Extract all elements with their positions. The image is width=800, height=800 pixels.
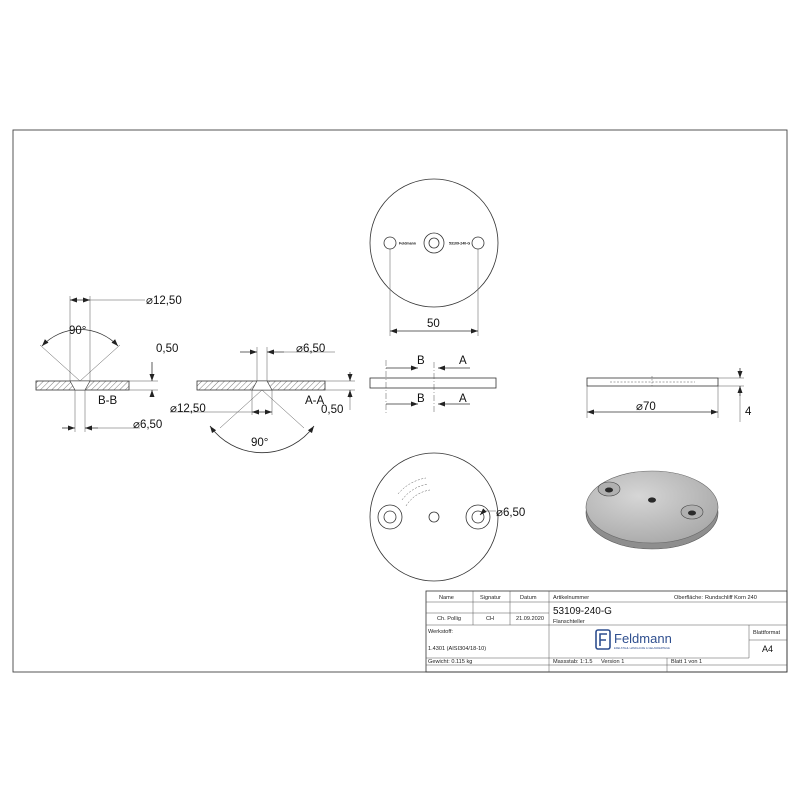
hole-right-bottom bbox=[471, 510, 485, 524]
drawing-frame bbox=[12, 129, 788, 673]
iso-hole-left bbox=[605, 487, 613, 493]
iso-hole-right bbox=[688, 510, 696, 516]
center-countersink-top bbox=[423, 232, 445, 254]
drawing-date: 21.09.2020 bbox=[516, 616, 544, 622]
company-tagline: EDELSTAHL HANDLAUFE & GELANDERTEILE bbox=[614, 646, 670, 650]
material-label: Werkstoff: bbox=[428, 629, 453, 635]
plate-side bbox=[369, 377, 497, 389]
dim-depth-bb: 0,50 bbox=[156, 343, 178, 355]
dim-angle-bb: 90° bbox=[69, 325, 86, 337]
hole-left-bottom bbox=[383, 510, 397, 524]
section-view-aa: ⌀6,50 ⌀12,50 90° A-A 0,50 bbox=[170, 343, 355, 454]
dim-dia-top-bb: ⌀12,50 bbox=[146, 295, 182, 307]
plate-outline-bottom bbox=[369, 452, 499, 582]
dim-plate-thickness: 4 bbox=[745, 406, 752, 418]
marker-b-bottom: B bbox=[417, 393, 425, 405]
plate-thickness bbox=[586, 377, 719, 387]
dim-hole-spacing: 50 bbox=[427, 318, 440, 330]
company-name: Feldmann bbox=[614, 631, 672, 646]
logo-mark bbox=[595, 629, 611, 650]
iso-center-hole bbox=[648, 497, 656, 503]
marker-b-top: B bbox=[417, 355, 425, 367]
dim-depth-aa: 0,50 bbox=[321, 404, 343, 416]
article-number: 53109-240-G bbox=[553, 606, 612, 617]
plate-outline-top bbox=[369, 178, 499, 308]
marker-a-top: A bbox=[459, 355, 467, 367]
engraving-right: 53109-240-G bbox=[449, 242, 470, 246]
engraving-left: Feldmann bbox=[399, 242, 416, 246]
thickness-view: ⌀70 4 bbox=[586, 368, 752, 422]
material-value: 1.4301 (AISI304/18-10) bbox=[428, 646, 486, 652]
sheet-format-label: Blattformat bbox=[753, 630, 780, 636]
hole-left-top bbox=[383, 236, 397, 250]
author-name: Ch. Pollig bbox=[437, 616, 461, 622]
center-hole-bottom bbox=[428, 511, 440, 523]
author-signature: CH bbox=[486, 616, 494, 622]
header-surface: Oberfläche: bbox=[674, 595, 703, 601]
countersink-right-bottom bbox=[465, 504, 491, 530]
dim-dia-bottom-bb: ⌀6,50 bbox=[133, 419, 162, 431]
header-name: Name bbox=[439, 595, 454, 601]
header-signature: Signatur bbox=[480, 595, 501, 601]
company-logo: Feldmann EDELSTAHL HANDLAUFE & GELANDERT… bbox=[595, 629, 672, 650]
sheet-number: Blatt 1 von 1 bbox=[671, 659, 702, 665]
isometric-view bbox=[585, 470, 719, 550]
version: Version 1 bbox=[601, 659, 624, 665]
surface-value: Rundschliff Korn 240 bbox=[705, 595, 757, 601]
side-view: B B A A bbox=[369, 355, 497, 414]
dim-plate-dia: ⌀70 bbox=[636, 401, 656, 413]
bottom-view: ⌀6,50 bbox=[369, 452, 525, 582]
title-block: Name Signatur Datum Artikelnummer Oberfl… bbox=[425, 590, 788, 673]
dim-dia-top-aa: ⌀6,50 bbox=[296, 343, 325, 355]
header-article-number: Artikelnummer bbox=[553, 595, 589, 601]
sheet-format: A4 bbox=[762, 644, 773, 654]
section-label-bb: B-B bbox=[98, 395, 118, 407]
countersink-left-bottom bbox=[377, 504, 403, 530]
dim-angle-aa: 90° bbox=[251, 437, 268, 449]
top-view: Feldmann 53109-240-G 50 bbox=[369, 178, 499, 336]
weight: Gewicht: 0.115 kg bbox=[428, 659, 472, 665]
section-label-aa: A-A bbox=[305, 395, 325, 407]
header-date: Datum bbox=[520, 595, 537, 601]
article-name: Flanschteller bbox=[553, 619, 585, 625]
scale: Massstab: 1:1.5 bbox=[553, 659, 593, 665]
dim-dia-bottom-aa: ⌀12,50 bbox=[170, 403, 206, 415]
marker-a-bottom: A bbox=[459, 393, 467, 405]
section-view-bb: ⌀12,50 90° 0,50 B-B ⌀6,50 bbox=[35, 295, 182, 432]
dim-dia-hole-bottom: ⌀6,50 bbox=[496, 507, 525, 519]
center-hole-top bbox=[428, 237, 440, 249]
hole-right-top bbox=[471, 236, 485, 250]
